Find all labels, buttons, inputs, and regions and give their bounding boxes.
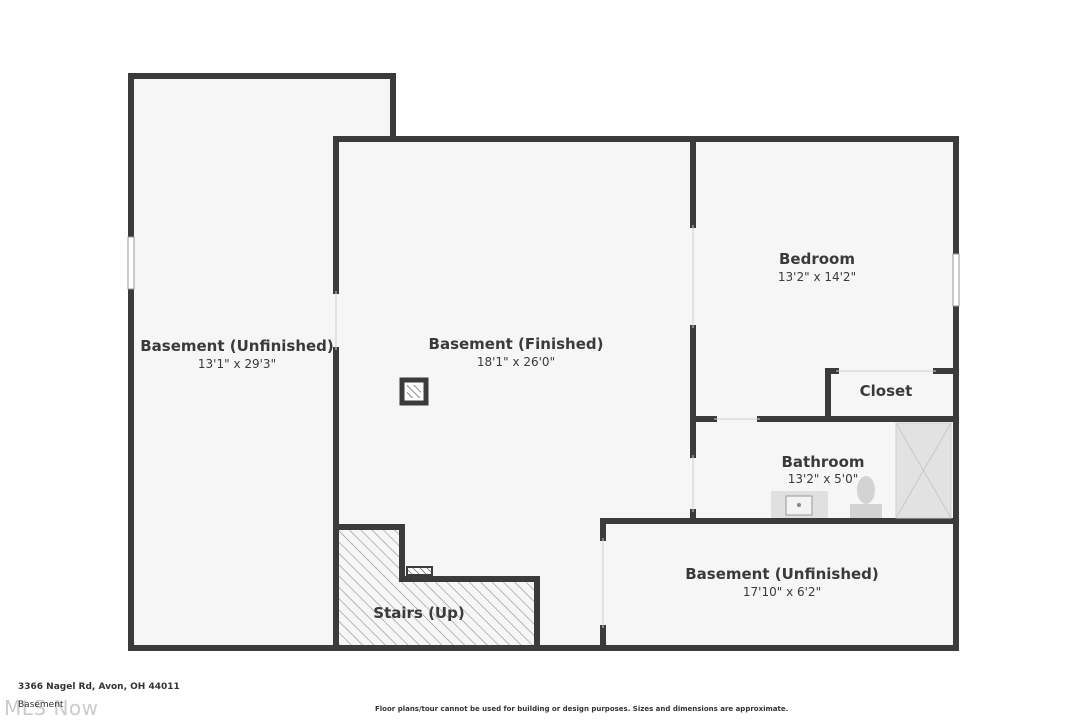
- shower-icon: [895, 422, 952, 519]
- room-dims-basement-unfinished-large: 13'1" x 29'3": [198, 357, 276, 371]
- windows: [127, 236, 960, 307]
- room-name-basement-unfinished-large: Basement (Unfinished): [140, 337, 334, 355]
- property-address: 3366 Nagel Rd, Avon, OH 44011: [18, 682, 180, 692]
- floor-fill: [131, 76, 956, 648]
- room-dims-basement-finished: 18'1" x 26'0": [477, 355, 555, 369]
- doors: [335, 225, 936, 628]
- room-dims-bedroom: 13'2" x 14'2": [778, 270, 856, 284]
- room-name-closet: Closet: [860, 382, 913, 400]
- mls-watermark: MLS Now: [4, 696, 99, 720]
- floor-level-label: Basement: [18, 700, 64, 710]
- sink-icon: [771, 491, 828, 518]
- support-column: [399, 377, 429, 406]
- room-name-bathroom: Bathroom: [781, 453, 864, 471]
- room-name-basement-unfinished-small: Basement (Unfinished): [685, 565, 879, 583]
- room-name-stairs: Stairs (Up): [373, 604, 464, 622]
- walls: [128, 73, 959, 651]
- room-dims-bathroom: 13'2" x 5'0": [788, 472, 859, 486]
- toilet-icon: [850, 476, 882, 518]
- room-dims-basement-unfinished-small: 17'10" x 6'2": [743, 585, 821, 599]
- room-name-bedroom: Bedroom: [779, 250, 855, 268]
- room-name-basement-finished: Basement (Finished): [429, 335, 604, 353]
- floor-plan-disclaimer: Floor plans/tour cannot be used for buil…: [375, 705, 789, 713]
- stairs-area: [339, 527, 537, 645]
- stairs-landing: [406, 566, 433, 576]
